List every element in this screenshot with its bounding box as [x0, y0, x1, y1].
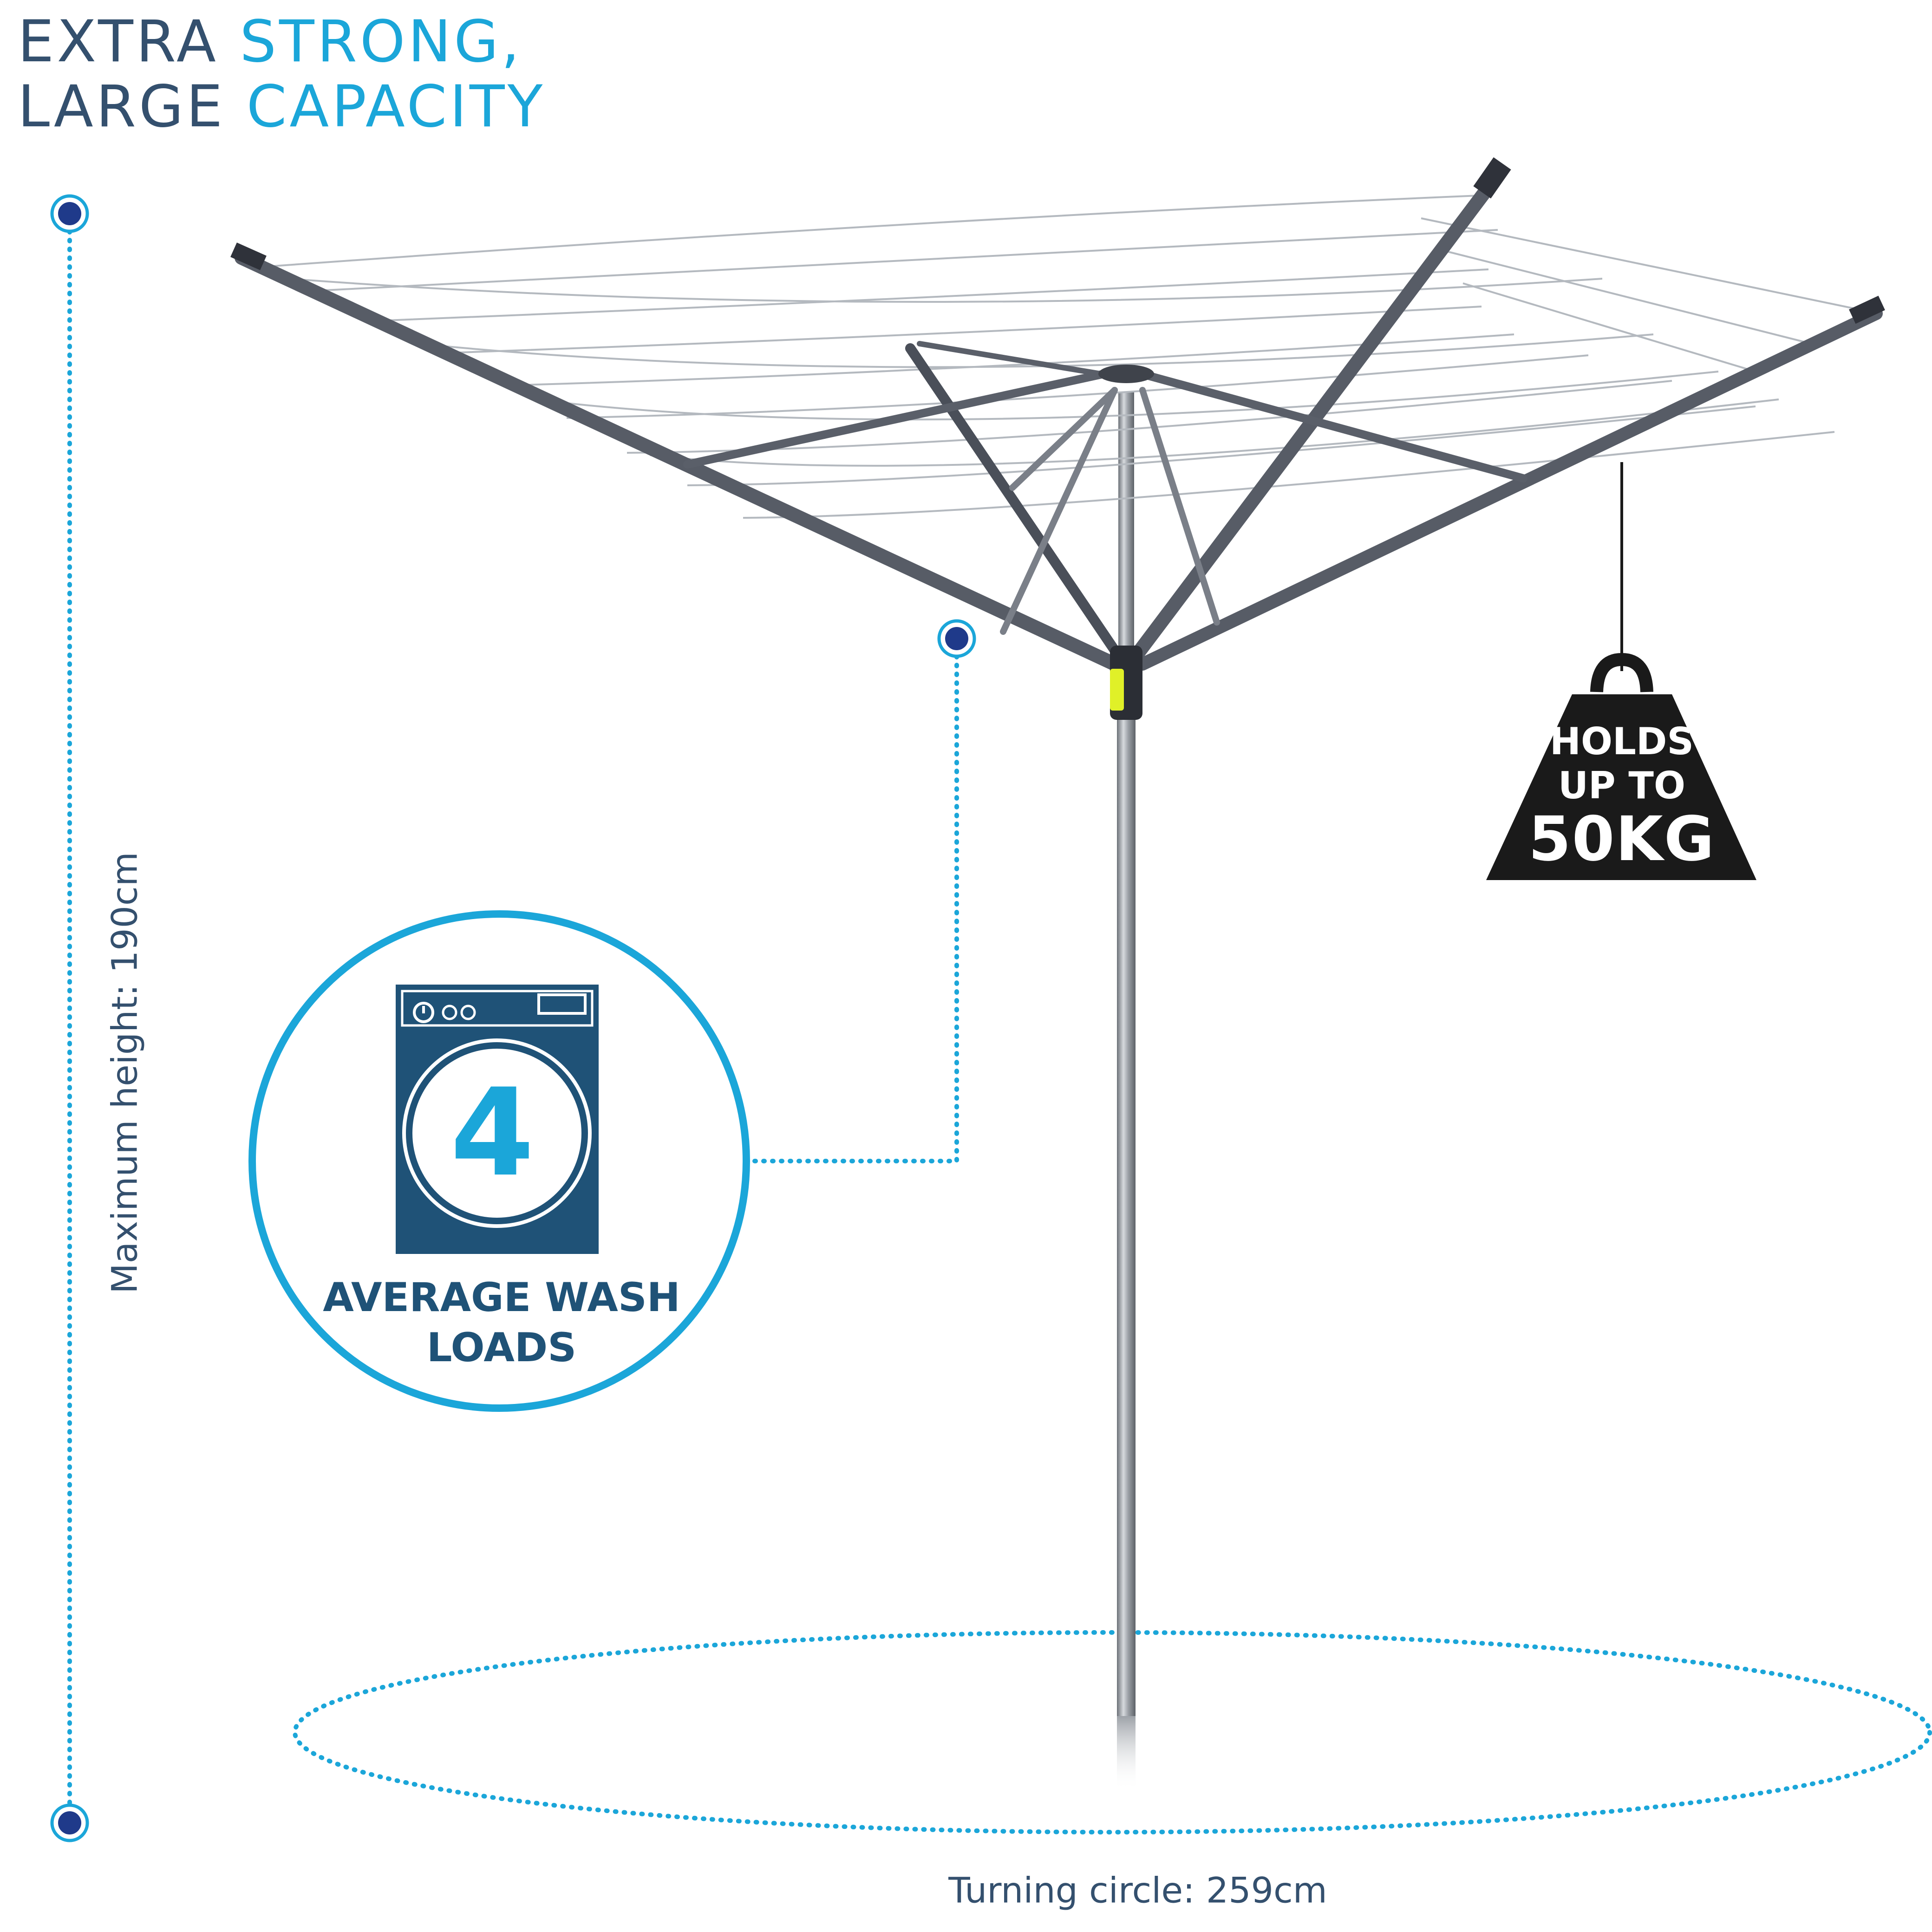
weight-label-line2: UP TO	[1558, 764, 1686, 807]
washing-machine-icon	[396, 985, 599, 1254]
headline-line2-light: CAPACITY	[246, 73, 546, 140]
wash-loads-number: 4	[450, 1063, 535, 1203]
headline-line1-dark: EXTRA	[18, 8, 219, 75]
rotary-hub	[1098, 365, 1154, 720]
wash-connector	[750, 619, 976, 1163]
washing-lines	[260, 194, 1867, 519]
wash-loads-label: AVERAGE WASH LOADS	[269, 1273, 734, 1373]
headline: EXTRA STRONG, LARGE CAPACITY	[18, 9, 545, 139]
wash-loads-badge	[248, 910, 750, 1412]
height-label: Maximum height: 190cm	[104, 852, 145, 1294]
turning-circle-label: Turning circle: 259cm	[948, 1869, 1327, 1911]
headline-line1-light: STRONG,	[240, 8, 522, 75]
wash-loads-label-line2: LOADS	[426, 1325, 577, 1371]
headline-line2-dark: LARGE	[18, 73, 226, 140]
height-dimension	[50, 194, 89, 1842]
weight-label-line1: HOLDS	[1550, 720, 1694, 763]
weight-icon	[1486, 462, 1756, 880]
wash-loads-label-line1: AVERAGE WASH	[323, 1274, 680, 1321]
rotary-arms	[230, 157, 1885, 671]
turning-circle	[293, 1630, 1932, 1834]
weight-label-line3: 50KG	[1528, 803, 1716, 875]
rotary-pole	[1117, 392, 1136, 1790]
